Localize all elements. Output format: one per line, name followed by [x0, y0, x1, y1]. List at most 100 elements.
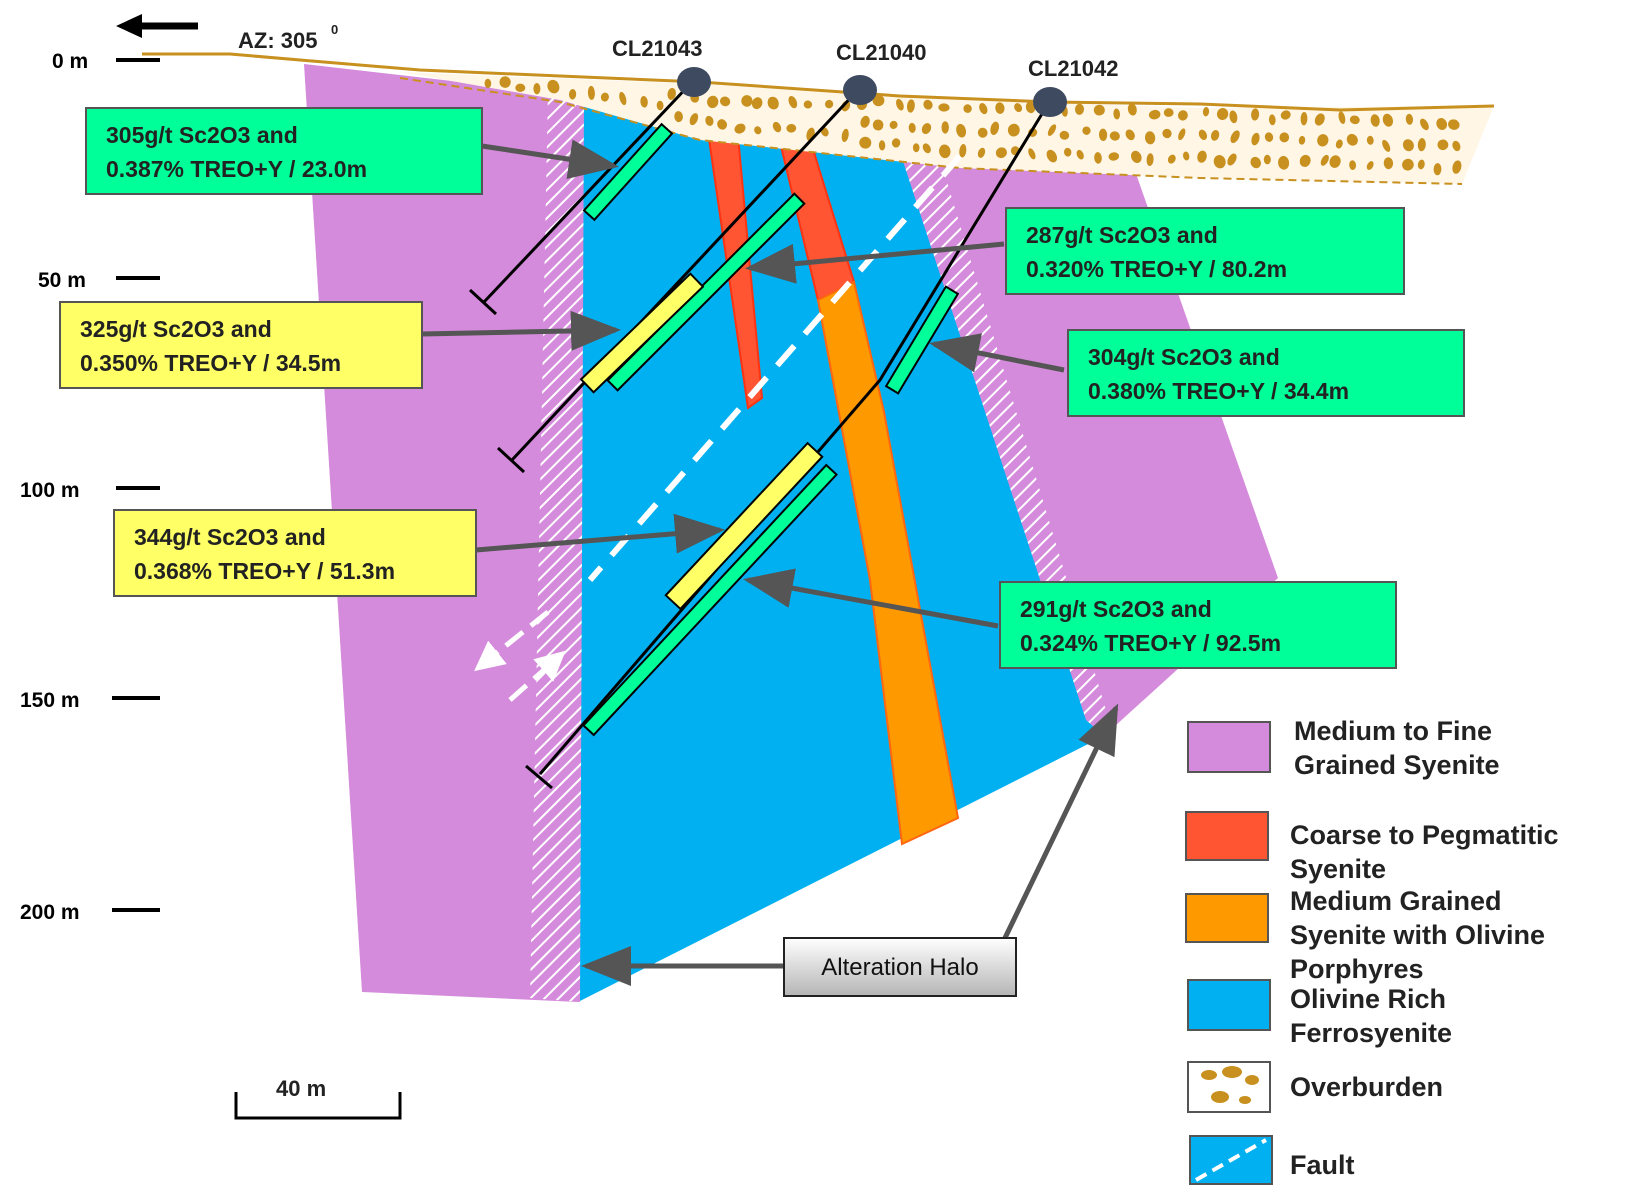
legend-item-pegmatitic: Coarse to Pegmatitic Syenite: [1185, 811, 1559, 884]
overburden-pebble: [1314, 113, 1325, 126]
overburden-pebble: [977, 147, 986, 158]
callout-5-treo: 0.368% TREO+Y / 51.3m: [134, 558, 395, 584]
overburden-pebble: [717, 119, 727, 130]
overburden-pebble: [484, 78, 492, 89]
overburden-pebble: [956, 123, 967, 138]
halo-arrow-right: [1001, 703, 1119, 942]
overburden-pebble: [1251, 132, 1260, 146]
overburden-pebble: [1346, 133, 1358, 146]
depth-label-150: 150 m: [20, 689, 80, 712]
drill-end-cl21040: [496, 446, 526, 474]
overburden-pebble: [640, 96, 648, 108]
overburden-pebble: [824, 99, 834, 109]
overburden-pebble: [1402, 139, 1414, 152]
overburden-pebble: [1227, 153, 1237, 166]
legend-pebble: [1201, 1070, 1217, 1080]
overburden-pebble: [1382, 113, 1394, 127]
overburden-pebble: [921, 123, 932, 135]
depth-label-100: 100 m: [20, 479, 80, 502]
overburden-pebble: [1025, 101, 1036, 114]
overburden-pebble: [734, 123, 746, 134]
legend-label-pegmatitic-2: Syenite: [1290, 854, 1386, 884]
depth-scale: 0 m 50 m 100 m 150 m 200 m: [20, 50, 160, 924]
overburden-pebble: [1198, 129, 1208, 140]
legend-swatch-olivine-porphyry: [1185, 893, 1269, 943]
overburden-pebble: [1213, 155, 1226, 169]
callout-1-treo: 0.387% TREO+Y / 23.0m: [106, 156, 367, 182]
overburden-pebble: [912, 143, 920, 153]
overburden-pebble: [939, 144, 951, 159]
overburden-pebble: [1405, 113, 1414, 125]
callout-arrow-3: [421, 310, 621, 351]
overburden-pebble: [1299, 154, 1311, 167]
overburden-pebble: [1437, 139, 1449, 151]
alteration-halo-callout[interactable]: Alteration Halo: [783, 937, 1017, 997]
overburden-pebble: [1300, 112, 1308, 126]
drill-trace-cl21043: [482, 80, 694, 304]
callout-6[interactable]: 291g/t Sc2O3 and 0.324% TREO+Y / 92.5m: [999, 581, 1397, 669]
overburden-pebble: [1098, 128, 1108, 141]
overburden-pebble: [1349, 115, 1360, 125]
legend: Medium to Fine Grained Syenite Coarse to…: [1185, 716, 1559, 1185]
azimuth-indicator: AZ: 305 0: [116, 14, 338, 53]
fault-arrow-up: [508, 650, 566, 702]
overburden-pebble: [923, 99, 933, 110]
drill-end-cl21043: [468, 288, 498, 316]
callout-arrow-4: [929, 333, 1065, 373]
overburden-pebble: [872, 94, 885, 107]
legend-item-ferrosyenite: Olivine Rich Ferrosyenite: [1187, 979, 1452, 1048]
overburden-pebble: [1178, 128, 1186, 141]
azimuth-degree: 0: [331, 22, 338, 37]
overburden-pebble: [568, 89, 577, 100]
callout-3-grade: 325g/t Sc2O3 and: [80, 316, 272, 342]
overburden-pebble: [1014, 103, 1023, 113]
overburden-pebble: [719, 96, 731, 107]
overburden-pebble: [1063, 147, 1072, 157]
overburden-pebble: [1448, 119, 1460, 130]
collar-cl21040[interactable]: [843, 75, 877, 105]
callout-arrow-5: [475, 513, 725, 554]
callout-4[interactable]: 304g/t Sc2O3 and 0.380% TREO+Y / 34.4m: [1067, 329, 1465, 417]
overburden-pebble: [1366, 161, 1374, 170]
overburden-pebble: [751, 97, 763, 110]
overburden-pebble: [754, 126, 762, 135]
collar-cl21042[interactable]: [1033, 87, 1067, 117]
callout-6-treo: 0.324% TREO+Y / 92.5m: [1020, 630, 1281, 656]
depth-label-200: 200 m: [20, 901, 80, 924]
overburden-pebble: [1370, 114, 1380, 127]
callout-arrows: [421, 139, 1119, 986]
callout-box-4: [1067, 329, 1465, 417]
callout-1[interactable]: 305g/t Sc2O3 and 0.387% TREO+Y / 23.0m: [85, 107, 483, 195]
legend-pebble: [1245, 1075, 1259, 1085]
overburden-pebble: [1338, 111, 1346, 124]
alteration-halo-label: Alteration Halo: [821, 954, 978, 981]
overburden-pebble: [908, 122, 916, 133]
overburden-pebble: [1074, 103, 1085, 115]
overburden-pebble: [1366, 135, 1374, 145]
callout-box-2: [1005, 207, 1405, 295]
legend-swatch-fine-syenite: [1187, 721, 1271, 773]
callout-2[interactable]: 287g/t Sc2O3 and 0.320% TREO+Y / 80.2m: [1005, 207, 1405, 295]
legend-pebble: [1239, 1096, 1251, 1104]
overburden-pebble: [1210, 129, 1220, 141]
legend-label-pegmatitic-1: Coarse to Pegmatitic: [1290, 820, 1559, 850]
hole-label-cl21043: CL21043: [612, 36, 703, 61]
collar-cl21043[interactable]: [677, 67, 711, 97]
overburden-pebble: [1229, 110, 1238, 124]
legend-label-olivine-porphyry-2: Syenite with Olivine: [1290, 920, 1545, 950]
callout-arrow-6: [743, 568, 999, 629]
overburden-pebble: [1420, 118, 1429, 131]
overburden-pebble: [619, 91, 627, 106]
callout-3[interactable]: 325g/t Sc2O3 and 0.350% TREO+Y / 34.5m: [59, 301, 423, 389]
legend-label-fault: Fault: [1290, 1150, 1355, 1180]
callout-5[interactable]: 344g/t Sc2O3 and 0.368% TREO+Y / 51.3m: [113, 509, 477, 597]
overburden-pebble: [860, 115, 870, 128]
overburden-pebble: [1177, 110, 1188, 121]
overburden-pebble: [1417, 159, 1425, 170]
overburden-pebble: [1216, 108, 1229, 120]
legend-item-fault: Fault: [1189, 1135, 1355, 1185]
overburden-pebble: [533, 83, 541, 95]
callout-4-grade: 304g/t Sc2O3 and: [1088, 344, 1280, 370]
legend-pebble: [1211, 1091, 1229, 1103]
